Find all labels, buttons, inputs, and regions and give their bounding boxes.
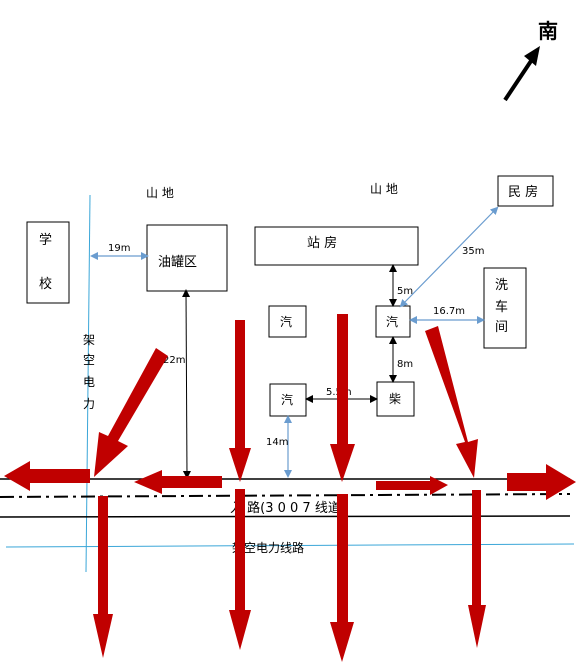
station-label: 站 房	[307, 235, 337, 251]
compass-label: 南	[538, 19, 558, 43]
powerline-vertical-label-3: 电	[83, 375, 95, 389]
carwash-label-1: 洗	[495, 278, 508, 293]
terrain-right-label: 山 地	[370, 182, 398, 196]
road-label: 入 路(3 0 0 7 线道)	[230, 500, 346, 516]
powerline-vertical-label-4: 力	[83, 397, 95, 411]
residence-label: 民 房	[508, 184, 538, 200]
terrain-left-label: 山 地	[146, 186, 174, 200]
residence-box	[497, 175, 554, 207]
gas-pump-2-label: 汽	[386, 314, 398, 329]
exit-left-arrow	[4, 461, 90, 491]
diagonal-carwash-arrow	[425, 326, 478, 478]
gas-pump-1-box	[268, 305, 307, 338]
diagonal-entry-left-arrow	[94, 348, 168, 477]
traffic-arrows	[4, 314, 576, 662]
gas-pump-1-label: 汽	[280, 314, 292, 329]
measure-gas-road-label: 14m	[266, 437, 288, 448]
carwash-label-2: 车	[495, 299, 508, 315]
powerline-vertical-label-1: 架	[83, 333, 95, 347]
road-edge-bottom	[0, 515, 571, 518]
measure-tank-road-label: 22m	[163, 355, 185, 366]
diesel-pump-box	[376, 381, 415, 417]
station-box	[254, 226, 419, 266]
lane-arrow-1	[229, 320, 251, 482]
measure-pump-residence-label: 35m	[462, 246, 484, 257]
measure-school-tank-label: 19m	[108, 243, 130, 254]
powerline-horizontal-label: 架空电力线路	[232, 540, 304, 555]
school-box	[26, 221, 70, 304]
school-label-1: 学	[39, 232, 52, 248]
carwash-label-3: 间	[495, 320, 508, 335]
road-left-arrow	[134, 470, 222, 494]
down-arrow-2	[229, 489, 251, 650]
gas-pump-3-label: 汽	[281, 392, 293, 407]
lane-arrow-2	[330, 314, 355, 482]
school-label-2: 校	[39, 276, 52, 292]
powerline-vertical-label-2: 空	[83, 353, 95, 367]
road-centerline	[0, 493, 571, 498]
powerline-vertical	[85, 194, 91, 573]
measure-pump-residence	[399, 206, 499, 308]
compass-arrow-icon	[503, 46, 540, 102]
down-arrow-3	[330, 494, 354, 662]
measure-tank-road	[182, 289, 191, 479]
measure-pump-diesel-label: 8m	[397, 359, 413, 370]
down-arrow-1	[93, 496, 113, 658]
exit-right-arrow	[507, 464, 576, 500]
measure-pump-carwash-label: 16.7m	[433, 306, 465, 317]
road-right-arrow	[376, 476, 448, 495]
diesel-pump-label: 柴	[389, 392, 401, 406]
tank-area-label: 油罐区	[158, 255, 197, 270]
down-arrow-4	[468, 490, 486, 648]
